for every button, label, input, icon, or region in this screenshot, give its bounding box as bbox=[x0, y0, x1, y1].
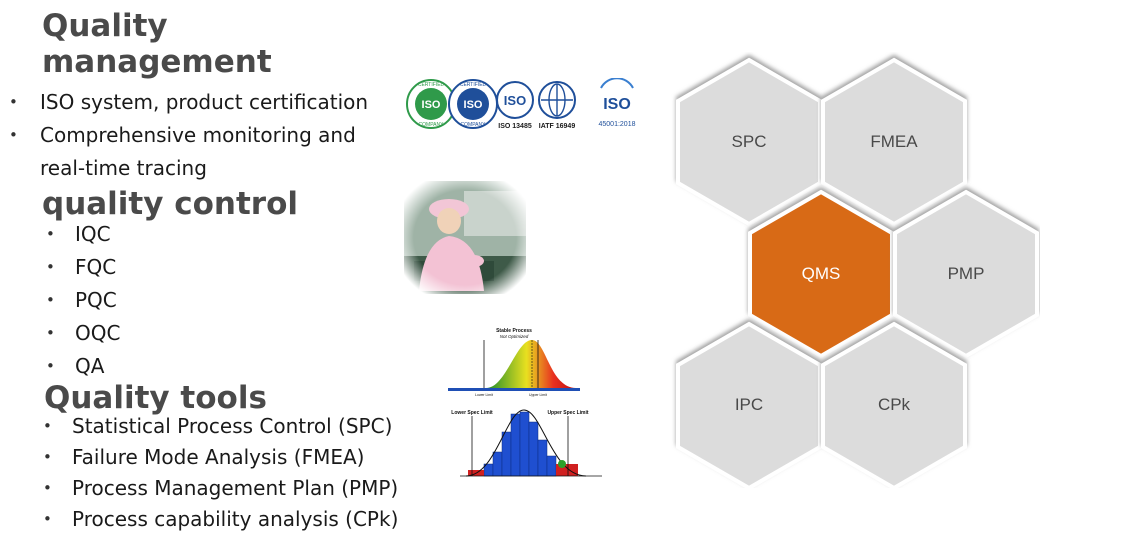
svg-text:IATF 16949: IATF 16949 bbox=[539, 123, 576, 130]
list-item: Statistical Process Control (SPC) bbox=[43, 411, 398, 442]
list-item: ISO system, product certification bbox=[9, 86, 390, 119]
svg-text:CERTIFIED: CERTIFIED bbox=[460, 82, 487, 88]
svg-text:COMPANY: COMPANY bbox=[419, 122, 445, 128]
quality-control-heading: quality control bbox=[42, 186, 299, 222]
svg-text:ISO: ISO bbox=[603, 96, 631, 113]
hexagon-fmea: FMEA bbox=[821, 57, 967, 227]
inspection-worker-photo bbox=[404, 181, 526, 294]
svg-text:Stable Process: Stable Process bbox=[496, 328, 532, 334]
svg-text:Not Optimized: Not Optimized bbox=[500, 334, 529, 339]
quality-tools-list: Statistical Process Control (SPC) Failur… bbox=[43, 411, 398, 535]
svg-text:ISO: ISO bbox=[504, 93, 526, 108]
list-item: Comprehensive monitoring and real-time t… bbox=[9, 119, 390, 185]
svg-text:ISO: ISO bbox=[422, 99, 441, 111]
list-item: OQC bbox=[46, 317, 121, 350]
list-item: IQC bbox=[46, 218, 120, 251]
list-item: Process capability analysis (CPk) bbox=[43, 504, 398, 535]
svg-text:Lower Spec Limit: Lower Spec Limit bbox=[451, 410, 493, 416]
quality-management-list: ISO system, product certification Compre… bbox=[9, 86, 390, 185]
list-item: FQC bbox=[46, 251, 120, 284]
svg-text:Upper Limit: Upper Limit bbox=[529, 393, 547, 397]
svg-text:COMPANY: COMPANY bbox=[461, 122, 487, 128]
svg-text:45001:2018: 45001:2018 bbox=[599, 121, 636, 128]
hexagon-pmp: PMP bbox=[893, 189, 1039, 359]
qms-hexagon-diagram: SPC FMEA QMS PMP IPC CPk bbox=[676, 57, 1039, 488]
iso-45001-logo: ISO 45001:2018 bbox=[599, 78, 636, 128]
hexagon-ipc: IPC bbox=[676, 321, 822, 488]
quality-tools-heading: Quality tools bbox=[44, 380, 267, 416]
svg-text:Lower Limit: Lower Limit bbox=[475, 393, 493, 397]
iatf-16949-logo: IATF 16949 bbox=[538, 81, 576, 130]
hex-label-spc: SPC bbox=[732, 132, 767, 151]
hexagon-cpk: CPk bbox=[821, 321, 967, 488]
quality-management-heading: Quality management bbox=[42, 8, 272, 80]
spec-limit-histogram: Lower Spec Limit Upper Spec Limit bbox=[451, 409, 602, 477]
quality-control-list: IQC FQC PQC OQC QA bbox=[46, 218, 121, 383]
list-item: Failure Mode Analysis (FMEA) bbox=[43, 442, 398, 473]
svg-text:Upper Spec Limit: Upper Spec Limit bbox=[547, 410, 588, 416]
list-item: QA bbox=[46, 350, 120, 383]
hexagon-qms: QMS bbox=[748, 189, 894, 359]
iso-certification-logos: ISO CERTIFIED COMPANY ISO CERTIFIED COMP… bbox=[406, 78, 636, 130]
certified-company-seal-2: ISO CERTIFIED COMPANY bbox=[448, 79, 498, 129]
list-item: Process Management Plan (PMP) bbox=[43, 473, 398, 504]
svg-text:ISO 13485: ISO 13485 bbox=[498, 123, 532, 130]
list-item: PQC bbox=[46, 284, 120, 317]
hex-label-cpk: CPk bbox=[878, 395, 911, 414]
hexagon-spc: SPC bbox=[676, 57, 822, 227]
iso-13485-logo: ISO ISO 13485 bbox=[496, 81, 534, 130]
hex-label-pmp: PMP bbox=[948, 264, 985, 283]
hex-label-ipc: IPC bbox=[735, 395, 763, 414]
stable-process-chart: Stable Process Not Optimized Lower Limit… bbox=[448, 328, 580, 397]
certified-company-seal-1: ISO CERTIFIED COMPANY bbox=[406, 79, 456, 129]
hex-label-qms: QMS bbox=[802, 264, 841, 283]
svg-text:ISO: ISO bbox=[464, 99, 483, 111]
svg-text:CERTIFIED: CERTIFIED bbox=[418, 82, 445, 88]
hex-label-fmea: FMEA bbox=[870, 132, 918, 151]
